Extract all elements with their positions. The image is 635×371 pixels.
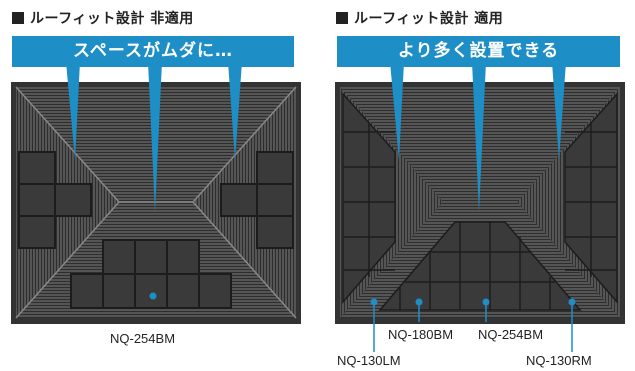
- panel: [220, 183, 258, 217]
- panel: [18, 215, 56, 249]
- pointer-left: [66, 62, 80, 160]
- right-label-nq180bm: NQ-180BM: [388, 327, 454, 342]
- panel: [54, 183, 92, 217]
- panel: [70, 273, 104, 309]
- panel: [18, 151, 56, 185]
- left-banner: スペースがムダに…: [12, 36, 294, 67]
- right-pointers: [390, 62, 566, 212]
- left-roof-diagram: [11, 62, 301, 324]
- right-panel-grid: [343, 122, 617, 310]
- right-leader-lines: [373, 302, 573, 352]
- left-heading: ルーフィット設計 非適用: [12, 8, 194, 28]
- pointer-center: [148, 62, 162, 212]
- right-roof-svg: [335, 62, 625, 324]
- panel: [256, 215, 294, 249]
- pointer-center: [472, 62, 486, 212]
- square-bullet-icon: [336, 12, 348, 24]
- right-label-nq130lm: NQ-130LM: [337, 353, 401, 368]
- right-heading: ルーフィット設計 適用: [336, 8, 503, 28]
- panel: [134, 273, 168, 309]
- square-bullet-icon: [12, 12, 24, 24]
- pointer-right: [228, 62, 242, 160]
- panel: [256, 151, 294, 185]
- left-roof-svg: [11, 62, 301, 324]
- right-roof-diagram: [335, 62, 625, 324]
- panel: [256, 183, 294, 217]
- left-label-nq254bm: NQ-254BM: [110, 331, 176, 346]
- panel-marker-dot: [149, 292, 157, 300]
- panel: [102, 273, 136, 309]
- right-panels: [342, 92, 618, 311]
- left-heading-text: ルーフィット設計 非適用: [30, 11, 194, 27]
- left-pointers: [66, 62, 242, 212]
- panel: [134, 239, 168, 275]
- panel: [18, 183, 56, 217]
- panel: [166, 273, 200, 309]
- panel: [102, 239, 136, 275]
- panel: [166, 239, 200, 275]
- left-panels: [18, 151, 294, 309]
- panel: [198, 273, 232, 309]
- right-label-nq130rm: NQ-130RM: [526, 353, 592, 368]
- right-label-nq254bm: NQ-254BM: [478, 327, 544, 342]
- right-heading-text: ルーフィット設計 適用: [354, 11, 504, 27]
- pointer-left: [390, 62, 404, 160]
- pointer-right: [552, 62, 566, 160]
- right-banner: より多く設置できる: [337, 36, 620, 67]
